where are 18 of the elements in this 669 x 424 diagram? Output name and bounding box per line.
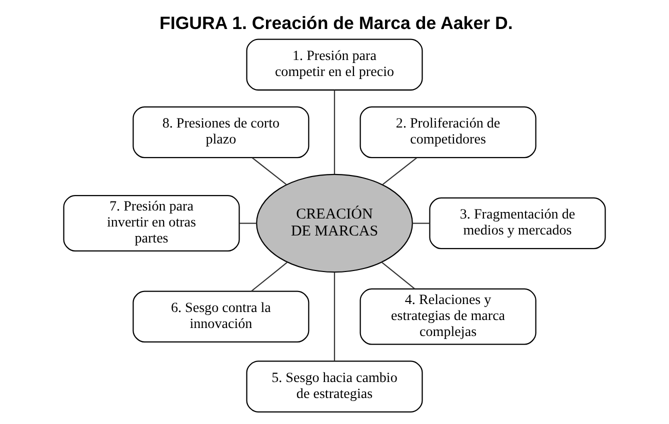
connector [412, 222, 430, 224]
connector [382, 157, 418, 185]
node-box: 5. Sesgo hacia cambio de estrategias [246, 360, 423, 412]
node-box: 2. Proliferación de competidores [360, 106, 536, 158]
node-box: 3. Fragmentación de medios y mercados [429, 197, 606, 250]
node-box: 8. Presiones de corto plazo [132, 106, 310, 158]
connector [334, 272, 336, 361]
node-box: 7. Presión para invertir en otras partes [63, 195, 240, 252]
connector [334, 90, 336, 174]
diagram-title: FIGURA 1. Creación de Marca de Aaker D. [159, 13, 513, 34]
node-box: 6. Sesgo contra la innovación [132, 290, 310, 343]
node-box: 4. Relaciones y estrategias de marca complejas [360, 288, 536, 345]
node-box: 1. Presión para competir en el precio [246, 38, 423, 91]
connector [239, 222, 257, 224]
node-ellipse: CREACIÓN DE MARCAS [256, 174, 413, 273]
connector [250, 262, 288, 292]
connector [381, 262, 416, 290]
connector [252, 157, 287, 185]
